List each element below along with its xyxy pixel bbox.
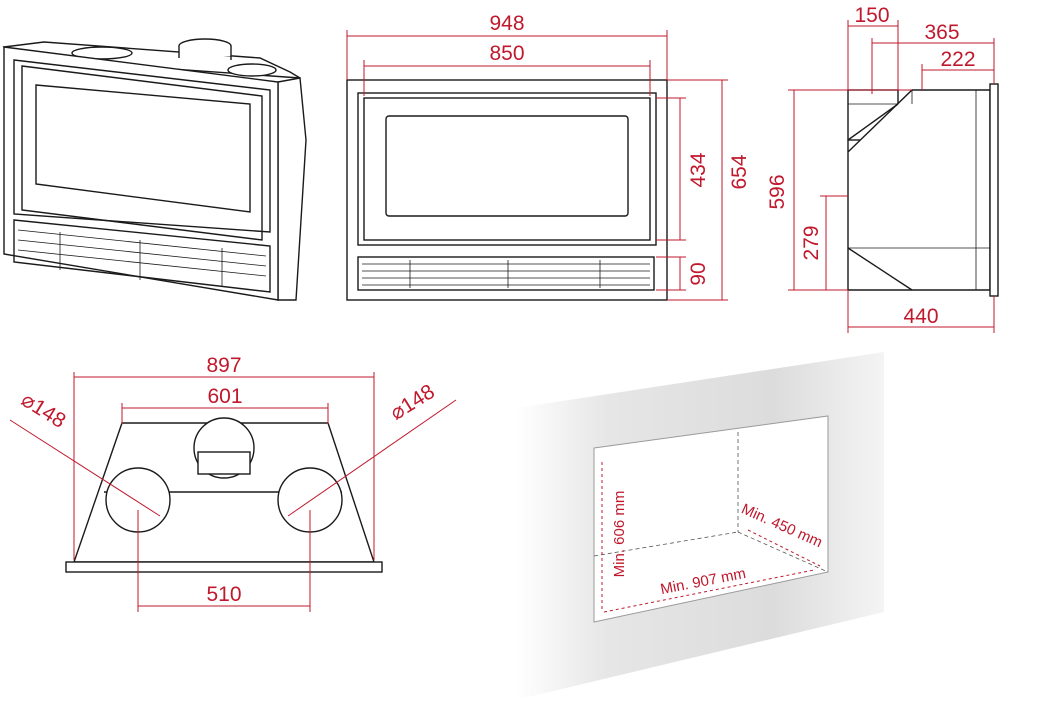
niche-min-height: Min. 606 mm [611,491,628,578]
side-view: 150 365 222 596 279 440 [766,4,999,333]
top-overall-width: 897 [206,354,241,377]
front-overall-width: 948 [489,12,524,35]
front-overall-height: 654 [728,154,751,189]
front-glass-width: 850 [489,42,524,65]
side-body-depth: 222 [940,48,975,71]
top-duct-spacing: 510 [206,583,241,606]
perspective-view [2,38,307,301]
front-glass-height: 434 [687,152,710,187]
front-grille-height: 90 [687,262,710,285]
front-view: 948 850 434 90 654 [346,12,751,301]
top-collar-width: 601 [207,385,242,408]
top-view: 897 601 ⌀148 ⌀148 510 [9,354,457,612]
niche-view: Min. 606 mm Min. 907 mm Min. 450 mm [516,352,884,700]
side-flue-offset: 150 [854,4,889,27]
side-total-height: 596 [766,174,789,209]
side-top-depth: 365 [924,21,959,44]
top-left-duct-diameter: ⌀148 [17,388,70,433]
top-right-duct-diameter: ⌀148 [386,380,439,425]
side-lower-height: 279 [800,225,823,260]
side-base-depth: 440 [903,305,938,328]
